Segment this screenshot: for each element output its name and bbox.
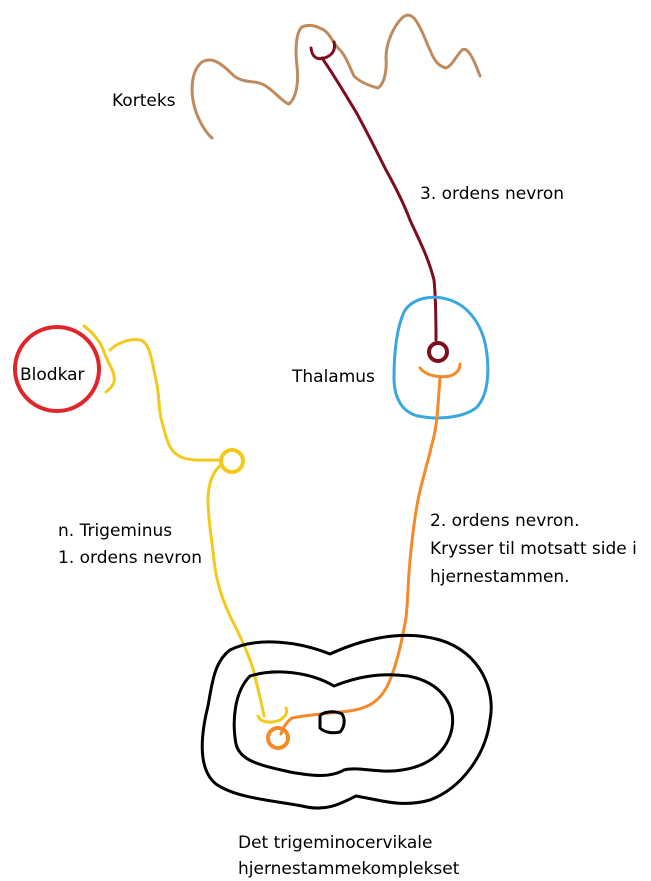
third-order-neuron-dendrite <box>311 42 335 59</box>
trigeminus-label-line2: 1. ordens nevron <box>58 545 202 571</box>
first-order-neuron-ganglion <box>221 450 243 472</box>
brainstem-outer-outline <box>202 635 491 808</box>
second-order-neuron-dendrite <box>420 364 460 377</box>
third-order-neuron-soma <box>429 343 447 361</box>
third-order-neuron-axon <box>322 58 436 340</box>
third-order-neuron-label: 3. ordens nevron <box>420 181 564 207</box>
first-order-neuron-fiber <box>110 339 220 460</box>
second-order-neuron-axon <box>281 378 440 734</box>
second-order-neuron-label-line2: Krysser til motsatt side i <box>430 536 637 562</box>
brainstem-complex-label-line2: hjernestammekomplekset <box>238 856 459 881</box>
second-order-neuron-label-line3: hjernestammen. <box>430 564 570 590</box>
brainstem-complex-label-line1: Det trigeminocervikale <box>238 830 432 856</box>
first-order-neuron-central-process <box>208 464 264 716</box>
cortex-label: Korteks <box>112 88 176 114</box>
trigeminus-label-line1: n. Trigeminus <box>58 518 172 544</box>
second-order-neuron-soma <box>268 728 288 748</box>
second-order-neuron-label-line1: 2. ordens nevron. <box>430 508 580 534</box>
thalamus-label: Thalamus <box>292 364 375 390</box>
blood-vessel-label: Blodkar <box>20 362 85 388</box>
thalamus-outline <box>394 297 488 418</box>
